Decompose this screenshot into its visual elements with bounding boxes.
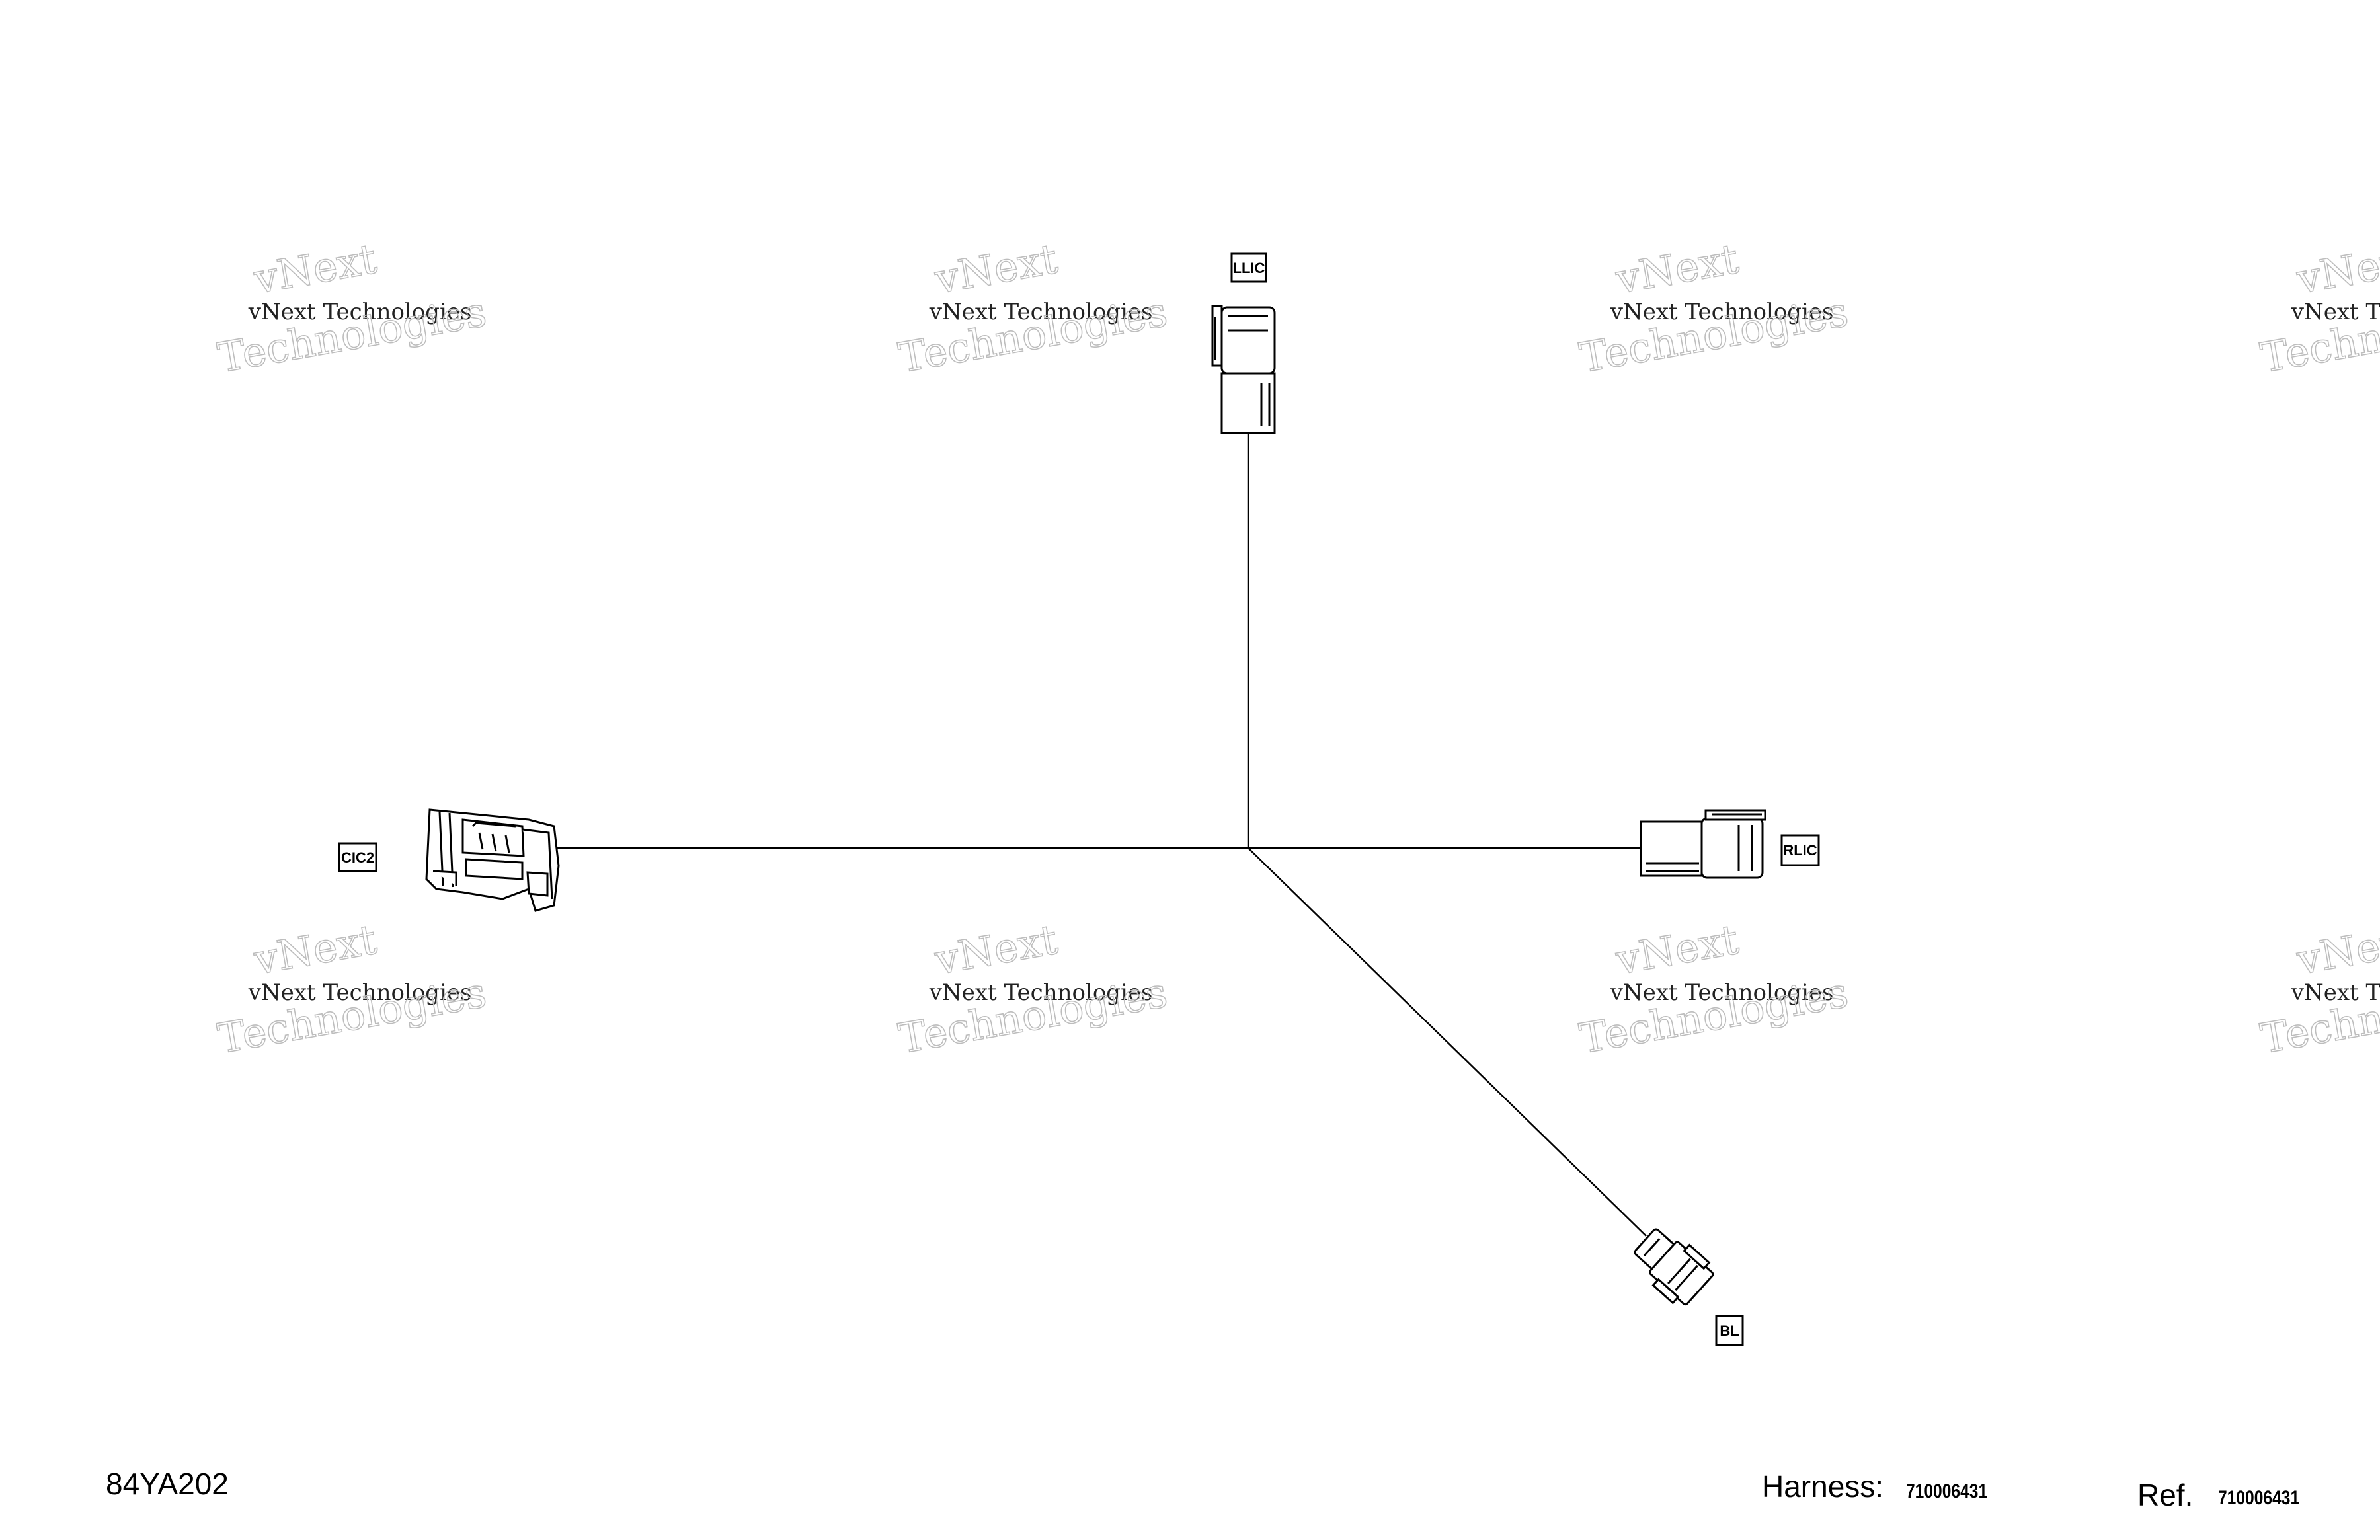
watermark-top-text: vNext xyxy=(931,915,1061,984)
wire-segments xyxy=(557,433,1647,1237)
svg-text:BL: BL xyxy=(1720,1323,1739,1339)
watermark-top-text: vNext xyxy=(250,235,380,303)
watermark-main-text: vNext Technologies xyxy=(248,980,472,1006)
watermark-top-text: vNext xyxy=(2293,235,2380,303)
watermark-main-text: vNext Technologies xyxy=(2291,299,2380,325)
connector-cic2-icon[interactable] xyxy=(425,808,560,912)
watermark-main-text: vNext Technologies xyxy=(929,299,1153,325)
watermark-top-text: vNext xyxy=(1612,915,1742,984)
connector-bl-icon[interactable] xyxy=(1626,1221,1718,1311)
harness-label: Harness: xyxy=(1762,1469,1884,1504)
watermark-main-text: vNext Technologies xyxy=(2291,980,2380,1006)
watermark-main-text: vNext Technologies xyxy=(1610,980,1834,1006)
connector-label-bl: BL xyxy=(1715,1315,1744,1346)
svg-text:CIC2: CIC2 xyxy=(341,849,374,866)
harness-number: 710006431 xyxy=(1906,1481,1988,1502)
watermark-main-text: vNext Technologies xyxy=(248,299,472,325)
connector-label-rlic: RLIC xyxy=(1780,834,1820,866)
connector-llic-icon[interactable] xyxy=(1211,305,1276,434)
ref-label: Ref. xyxy=(2137,1478,2194,1512)
ref-number: 710006431 xyxy=(2218,1487,2300,1509)
wire-to-bl xyxy=(1248,847,1647,1237)
connector-label-cic2: CIC2 xyxy=(338,842,377,872)
connector-label-llic: LLIC xyxy=(1230,252,1267,283)
drawing-code: 84YA202 xyxy=(106,1467,229,1501)
watermark-main-text: vNext Technologies xyxy=(1610,299,1834,325)
watermark-top-text: vNext xyxy=(1612,235,1742,303)
watermark-top-text: vNext xyxy=(250,915,380,984)
watermark-top-text: vNext xyxy=(2293,915,2380,984)
svg-text:RLIC: RLIC xyxy=(1783,842,1817,859)
watermark-main-text: vNext Technologies xyxy=(929,980,1153,1006)
connector-rlic-icon[interactable] xyxy=(1640,809,1766,879)
watermark-top-text: vNext xyxy=(931,235,1061,303)
svg-text:LLIC: LLIC xyxy=(1233,260,1265,276)
